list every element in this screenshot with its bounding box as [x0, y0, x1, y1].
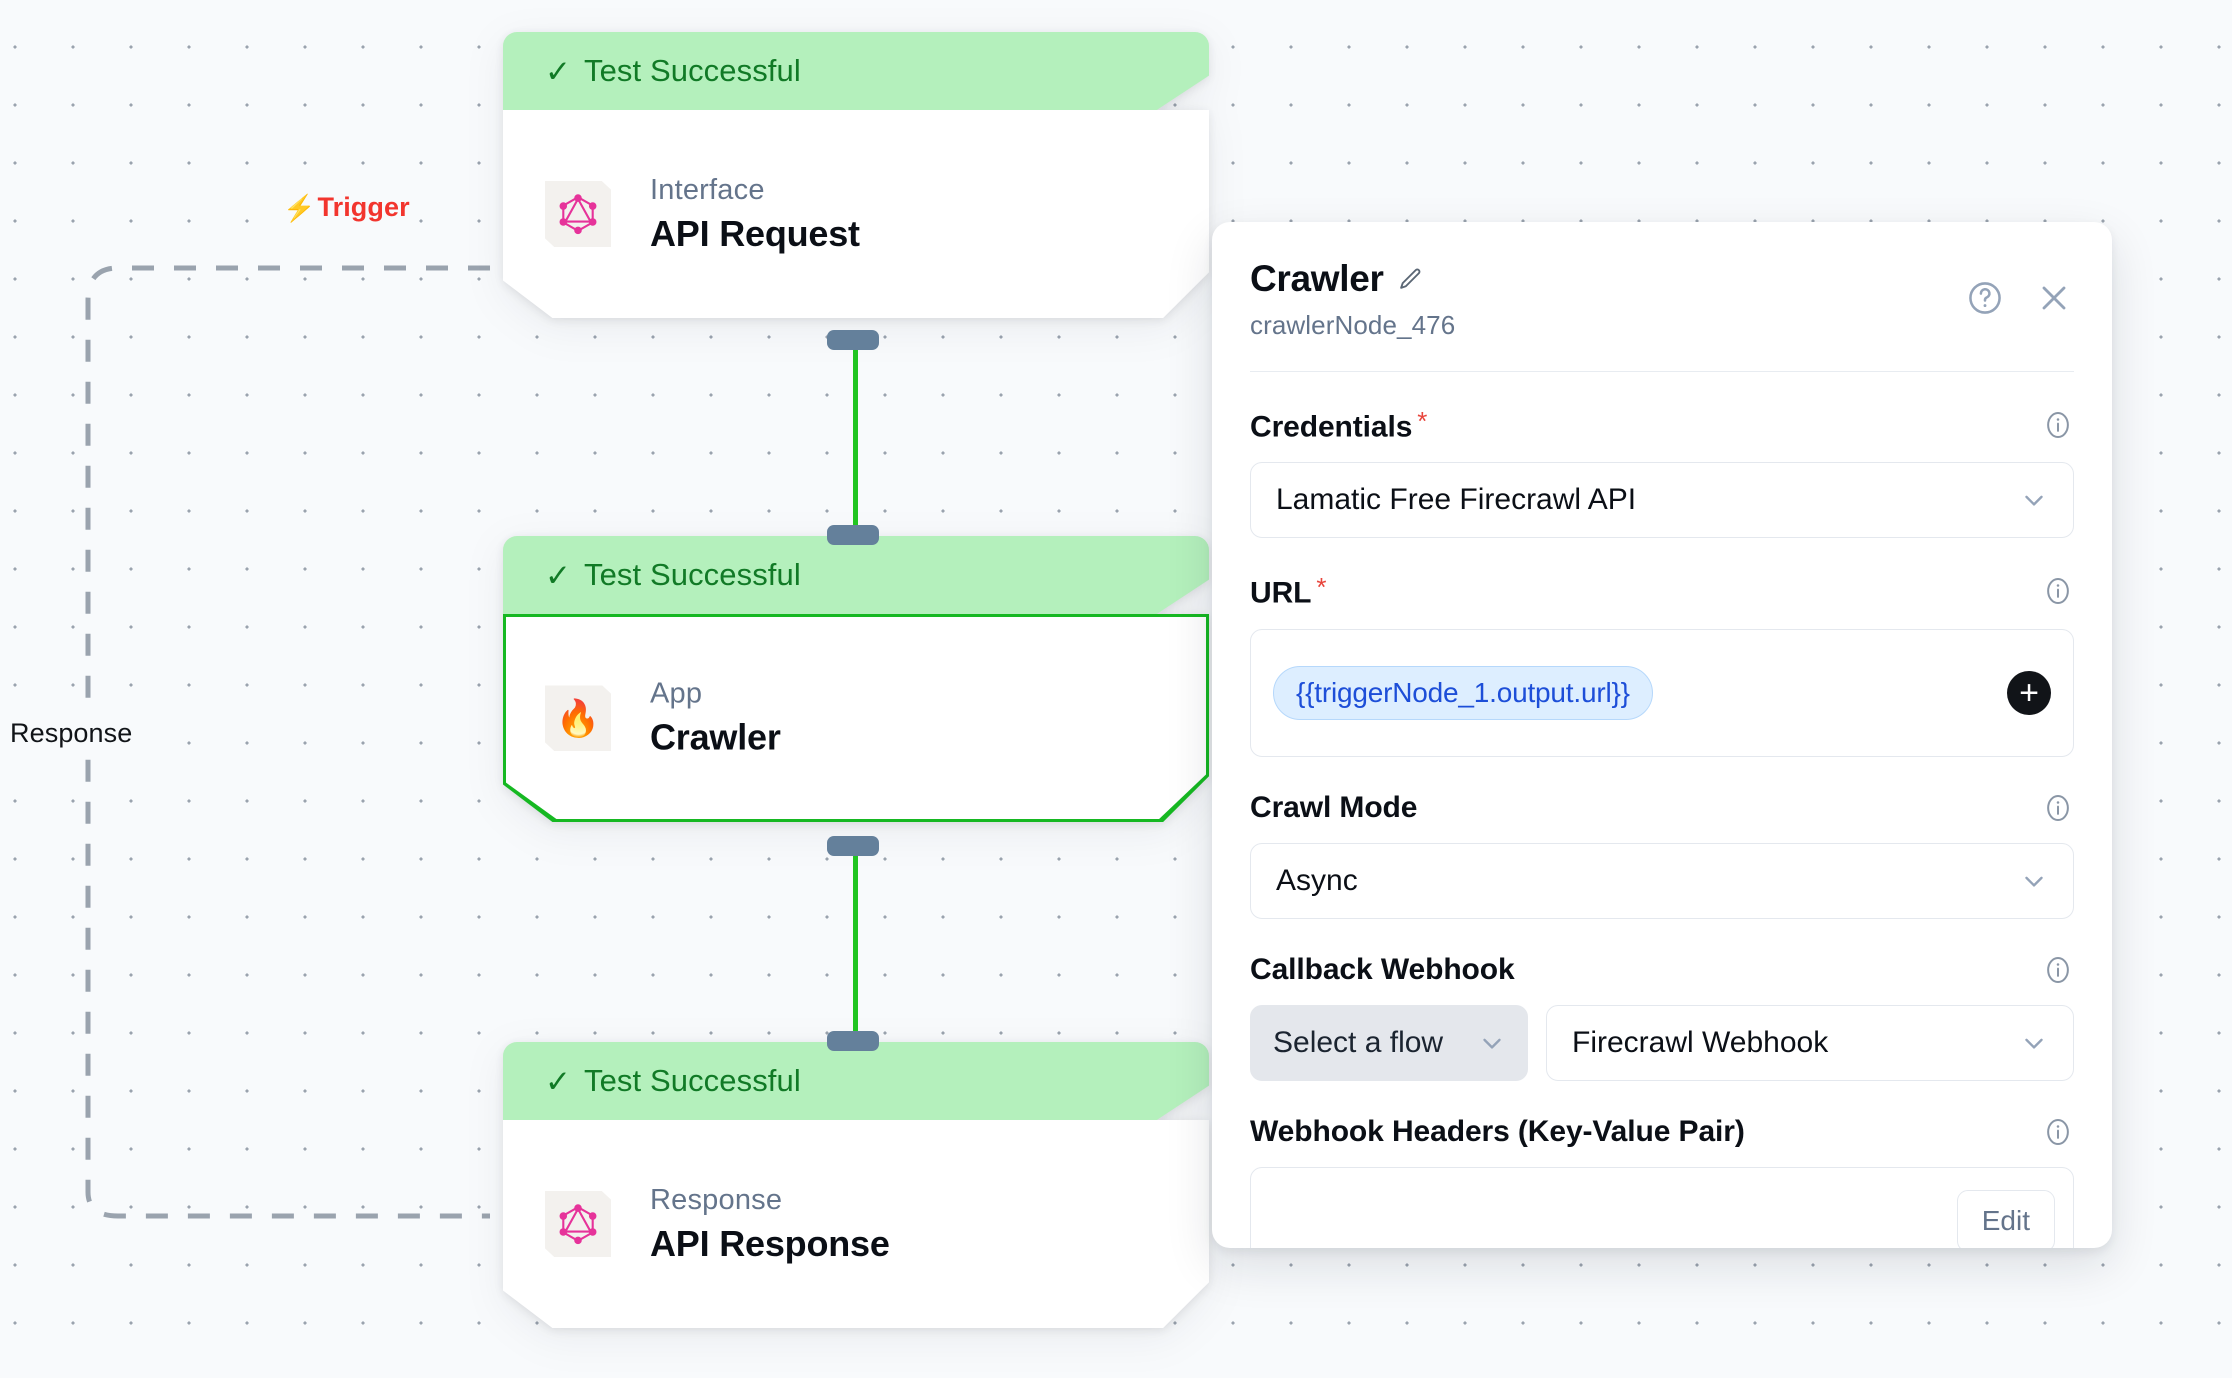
lightning-bolt-icon: ⚡	[283, 192, 316, 223]
flow-select[interactable]: Select a flow	[1250, 1004, 1528, 1081]
edge-crawler-to-api-response	[853, 842, 858, 1044]
url-variable-token[interactable]: {{triggerNode_1.output.url}}	[1273, 665, 1653, 720]
add-variable-button[interactable]: +	[2007, 670, 2051, 715]
credentials-select[interactable]: Lamatic Free Firecrawl API	[1250, 462, 2074, 539]
check-icon: ✓	[545, 53, 571, 89]
trigger-edge-label-text: Trigger	[317, 192, 410, 222]
node-api-response[interactable]: ✓ Test Successful	[503, 1042, 1209, 1328]
field-label: Callback Webhook	[1250, 952, 1515, 986]
chevron-down-icon	[2019, 485, 2049, 515]
field-url: URL* {{triggerNode_1.output.url}} +	[1250, 572, 2074, 757]
node-body[interactable]: 🔥 App Crawler	[503, 614, 1209, 822]
field-webhook-headers: Webhook Headers (Key-Value Pair) Edit	[1250, 1115, 2074, 1248]
node-title-label: API Response	[650, 1222, 890, 1264]
node-kind-label: Interface	[650, 173, 765, 206]
info-icon[interactable]	[2042, 792, 2074, 824]
panel-header: Crawler crawlerNode_476	[1250, 258, 2074, 341]
webhook-select[interactable]: Firecrawl Webhook	[1546, 1004, 2074, 1081]
chevron-down-icon	[2019, 1028, 2049, 1058]
panel-divider	[1250, 371, 2074, 372]
info-icon[interactable]	[2042, 575, 2074, 607]
node-status-banner: ✓ Test Successful	[503, 32, 1209, 110]
pencil-icon[interactable]	[1398, 267, 1423, 292]
panel-scroll-area[interactable]: Crawler crawlerNode_476	[1212, 222, 2112, 1248]
webhook-select-value: Firecrawl Webhook	[1572, 1025, 1829, 1059]
info-icon[interactable]	[2042, 1116, 2074, 1148]
node-status-label: Test Successful	[583, 557, 801, 592]
node-body[interactable]: Interface API Request	[503, 110, 1209, 318]
node-status-banner: ✓ Test Successful	[503, 536, 1209, 614]
field-credentials: Credentials* Lamatic Free Firecrawl API	[1250, 406, 2074, 539]
info-icon[interactable]	[2042, 409, 2074, 441]
handle-crawler-out[interactable]	[827, 836, 879, 856]
node-title-label: API Request	[650, 212, 860, 254]
fire-emoji: 🔥	[555, 697, 601, 738]
credentials-value: Lamatic Free Firecrawl API	[1276, 483, 1637, 517]
crawl-mode-select[interactable]: Async	[1250, 842, 2074, 919]
field-label: Crawl Mode	[1250, 790, 1418, 824]
edit-headers-button[interactable]: Edit	[1956, 1189, 2055, 1248]
node-status-label: Test Successful	[583, 1063, 801, 1098]
graphql-icon	[545, 1191, 611, 1257]
check-icon: ✓	[545, 557, 571, 593]
node-config-panel[interactable]: Crawler crawlerNode_476	[1212, 222, 2112, 1248]
panel-title: Crawler	[1250, 258, 1384, 299]
question-circle-icon[interactable]	[1966, 279, 2004, 317]
handle-api-request-out[interactable]	[827, 330, 879, 350]
node-crawler[interactable]: ✓ Test Successful 🔥 App Crawler	[503, 536, 1209, 822]
flow-select-value: Select a flow	[1273, 1025, 1444, 1059]
check-icon: ✓	[545, 1063, 571, 1099]
response-edge-label: Response	[2, 716, 141, 751]
node-api-request[interactable]: ✓ Test Successful	[503, 32, 1209, 318]
field-label: Credentials	[1250, 410, 1413, 444]
handle-api-response-in[interactable]	[827, 1031, 879, 1051]
close-icon[interactable]	[2034, 278, 2074, 318]
trigger-edge-label: ⚡ Trigger	[275, 190, 418, 225]
node-status-label: Test Successful	[583, 53, 801, 88]
edge-api-request-to-crawler	[853, 338, 858, 538]
info-icon[interactable]	[2042, 954, 2074, 986]
webhook-headers-box[interactable]: Edit	[1250, 1166, 2074, 1248]
node-status-banner: ✓ Test Successful	[503, 1042, 1209, 1120]
node-kind-label: App	[650, 677, 703, 710]
crawl-mode-value: Async	[1276, 863, 1358, 897]
field-crawl-mode: Crawl Mode Async	[1250, 791, 2074, 919]
node-title-label: Crawler	[650, 716, 781, 758]
node-body[interactable]: Response API Response	[503, 1120, 1209, 1328]
field-callback-webhook: Callback Webhook Select a flow	[1250, 953, 2074, 1081]
panel-node-id: crawlerNode_476	[1250, 310, 1456, 340]
field-label: Webhook Headers (Key-Value Pair)	[1250, 1114, 1745, 1148]
url-input[interactable]: {{triggerNode_1.output.url}} +	[1250, 628, 2074, 757]
handle-crawler-in[interactable]	[827, 525, 879, 545]
graphql-icon	[545, 181, 611, 247]
fire-icon: 🔥	[545, 685, 611, 751]
chevron-down-icon	[1477, 1028, 1507, 1058]
chevron-down-icon	[2019, 866, 2049, 896]
required-marker: *	[1417, 406, 1428, 436]
node-kind-label: Response	[650, 1183, 783, 1216]
required-marker: *	[1316, 572, 1327, 603]
node-selection-inner	[506, 617, 1206, 819]
field-label: URL	[1250, 576, 1312, 610]
